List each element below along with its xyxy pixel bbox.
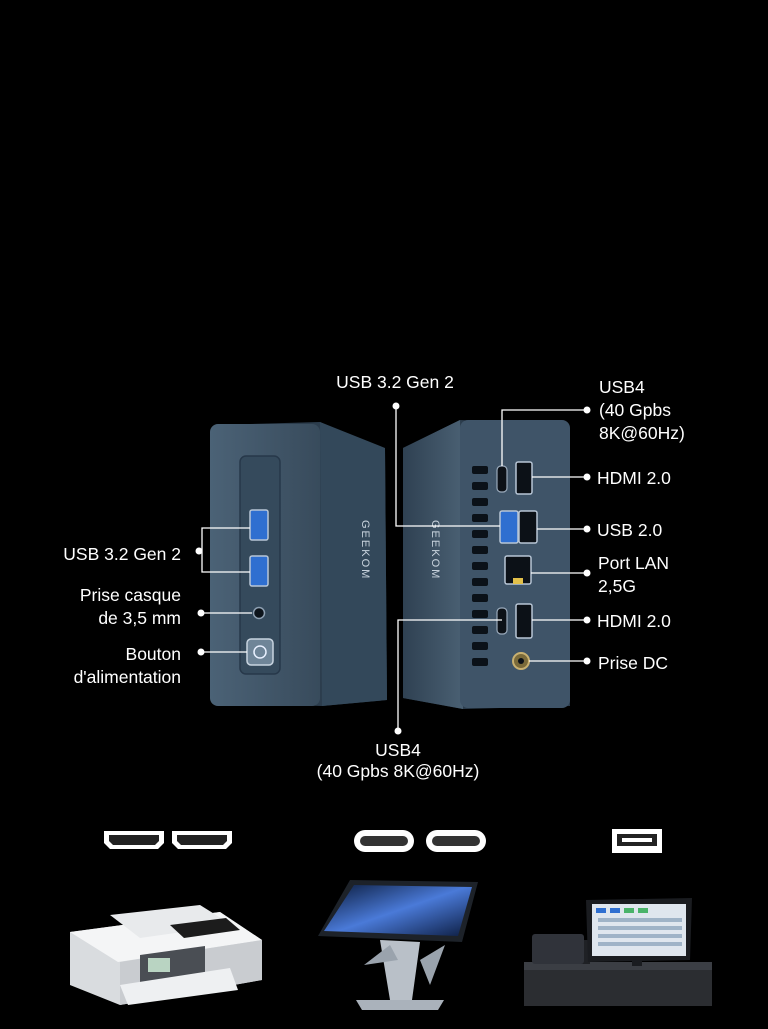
usb-a-connector-icon [612,829,662,853]
usb4-bottom-label: USB4 (40 Gpbs 8K@60Hz) [290,740,506,782]
usb4-port-icon [496,465,508,493]
usb-c-connectors-icon [354,830,486,852]
printer-illustration [70,905,262,1005]
svg-text:GEEKOM: GEEKOM [429,520,441,580]
usb4-bottom-line2: (40 Gpbs 8K@60Hz) [316,761,480,781]
usb4-port-icon [496,607,508,635]
usb2-port-icon [518,510,538,544]
usb4-right-line1: USB4 [599,377,645,397]
power-line1: Bouton [125,644,181,664]
usb-port-icon [249,509,269,541]
audio-line1: Prise casque [79,585,181,605]
usb-port-icon [249,555,269,587]
audio-line2: de 3,5 mm [98,608,181,628]
cash-register-illustration [524,898,712,1006]
power-button-icon [246,638,274,666]
audio-jack-icon [252,606,266,620]
usb4-bottom-line1: USB4 [375,740,421,760]
audio-label: Prise casque de 3,5 mm [20,584,181,630]
usb32-top-label: USB 3.2 Gen 2 [336,372,454,392]
monitor-illustration [318,880,478,1010]
svg-text:GEEKOM: GEEKOM [359,520,371,580]
mini-pc-rear: GEEKOM [403,420,570,709]
hdmi-top-label: HDMI 2.0 [597,468,671,488]
hdmi-port-icon [515,603,533,639]
usb4-right-line3: 8K@60Hz) [599,423,685,443]
hdmi-bottom-label: HDMI 2.0 [597,611,671,631]
lan-line2: 2,5G [598,576,636,596]
power-label: Bouton d'alimentation [20,643,181,689]
dc-label: Prise DC [598,653,669,673]
usb4-right-label: USB4 (40 Gpbs 8K@60Hz) [599,376,685,445]
usb4-right-line2: (40 Gpbs [599,400,671,420]
mini-pc-front: GEEKOM [210,422,387,706]
lan-line1: Port LAN [598,553,669,573]
usb20-label: USB 2.0 [597,520,663,540]
hdmi-port-icon [515,461,533,495]
power-line2: d'alimentation [73,667,181,687]
usb3-port-icon [499,510,519,544]
usb32-left-label: USB 3.2 Gen 2 [63,544,181,564]
hdmi-connectors-icon [104,831,232,849]
lan-label: Port LAN 2,5G [598,552,669,598]
